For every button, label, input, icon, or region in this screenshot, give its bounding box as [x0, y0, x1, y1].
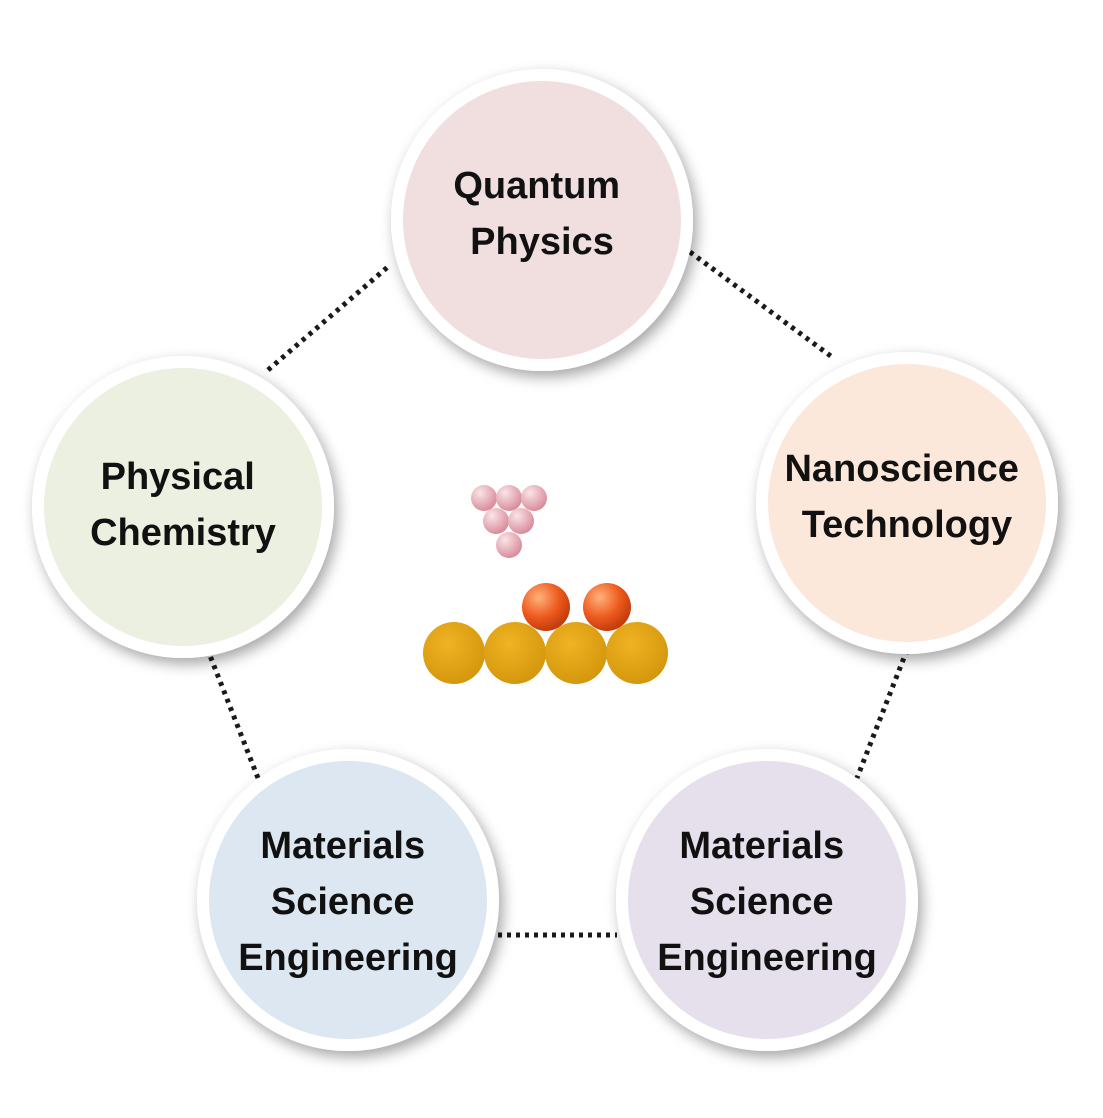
substrate-atom: [423, 622, 485, 684]
small-atom: [496, 485, 522, 511]
node-label: Materials Science Engineering: [657, 825, 877, 979]
adatoms: [522, 583, 631, 631]
node-circle: [391, 69, 693, 371]
label-line: Materials: [679, 825, 844, 867]
node-materials-science-engineering-right: Materials Science Engineering: [616, 749, 918, 1051]
small-atom: [471, 485, 497, 511]
label-line: Technology: [802, 504, 1012, 546]
adatom: [583, 583, 631, 631]
adatom: [522, 583, 570, 631]
node-label: Materials Science Engineering: [238, 825, 458, 979]
node-circle: [616, 749, 918, 1051]
nanoparticle-deposition-icon: [423, 485, 668, 684]
label-line: Quantum: [453, 165, 620, 207]
node-circle: [32, 356, 334, 658]
small-atom: [496, 532, 522, 558]
small-atom: [483, 508, 509, 534]
node-nanoscience-technology: Nanoscience Technology: [756, 352, 1058, 654]
connector-chemistry-quantum: [266, 263, 392, 372]
node-materials-science-engineering-left: Materials Science Engineering: [197, 749, 499, 1051]
node-quantum-physics: Quantum Physics: [391, 69, 693, 371]
label-line: Engineering: [238, 937, 458, 979]
node-label: Nanoscience Technology: [784, 448, 1029, 546]
small-atom: [508, 508, 534, 534]
substrate-atom: [545, 622, 607, 684]
node-circle: [756, 352, 1058, 654]
connector-nano-materials-right: [854, 649, 910, 779]
node-label: Physical Chemistry: [90, 456, 276, 554]
substrate-atom: [606, 622, 668, 684]
substrate-atoms: [423, 622, 668, 684]
node-physical-chemistry: Physical Chemistry: [32, 356, 334, 658]
substrate-atom: [484, 622, 546, 684]
label-line: Science: [271, 881, 415, 923]
node-label: Quantum Physics: [453, 165, 630, 263]
label-line: Science: [690, 881, 834, 923]
small-atom-cluster: [471, 485, 547, 558]
small-atom: [521, 485, 547, 511]
label-line: Physical: [101, 456, 255, 498]
connector-materials-left-chemistry: [204, 647, 261, 779]
connector-quantum-nano: [688, 249, 834, 360]
node-circle: [197, 749, 499, 1051]
label-line: Nanoscience: [784, 448, 1018, 490]
label-line: Physics: [470, 221, 614, 263]
label-line: Chemistry: [90, 512, 276, 554]
label-line: Engineering: [657, 937, 877, 979]
connectors: [204, 249, 910, 938]
label-line: Materials: [260, 825, 425, 867]
